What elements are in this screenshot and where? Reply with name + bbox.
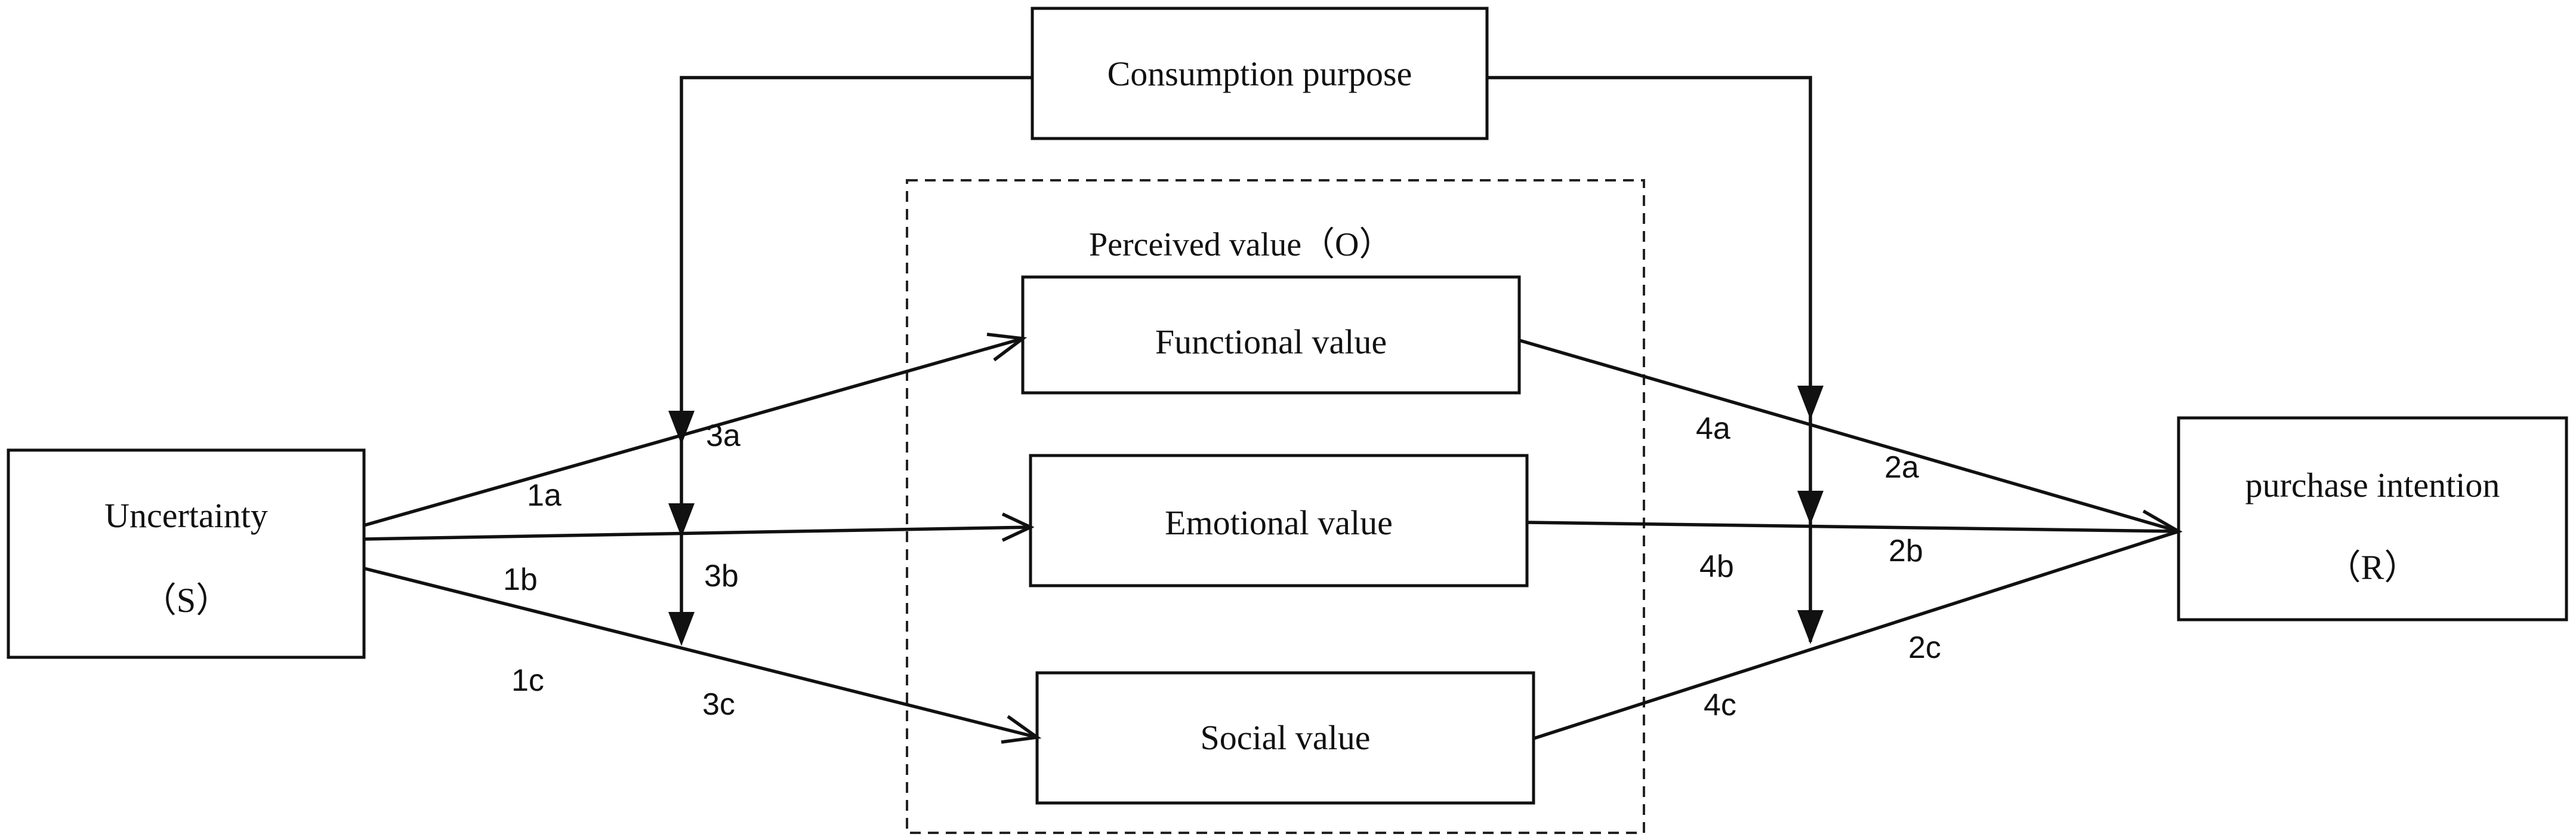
emotional-value-box bbox=[1029, 454, 1529, 587]
label-4b: 4b bbox=[1699, 549, 1734, 584]
label-1c: 1c bbox=[511, 663, 544, 698]
social-value-label: Social value bbox=[1200, 718, 1370, 757]
path-2a-line bbox=[1519, 339, 2179, 533]
label-4c: 4c bbox=[1704, 688, 1736, 722]
label-2c: 2c bbox=[1908, 630, 1941, 665]
label-3a: 3a bbox=[706, 419, 741, 453]
moderator-arrowhead-4b bbox=[1797, 491, 1824, 525]
moderator-arrowhead-3c bbox=[668, 612, 695, 646]
purchase-intention-code: （R） bbox=[2327, 548, 2419, 587]
consumption-purpose-box bbox=[1031, 7, 1489, 140]
uncertainty-label: Uncertainty bbox=[104, 496, 268, 535]
functional-value-label: Functional value bbox=[1155, 322, 1387, 361]
path-1a-arrowhead bbox=[986, 333, 1028, 362]
path-1b-line bbox=[363, 525, 1031, 541]
moderator-arrowhead-4a bbox=[1797, 386, 1824, 420]
label-2b: 2b bbox=[1889, 534, 1923, 568]
consumption-purpose-label: Consumption purpose bbox=[1107, 54, 1412, 93]
label-2a: 2a bbox=[1884, 450, 1919, 485]
uncertainty-box bbox=[7, 448, 366, 659]
moderator-arrowhead-3b bbox=[668, 503, 695, 537]
moderator-line-right bbox=[1487, 76, 1812, 642]
path-2c-line bbox=[1533, 530, 2179, 740]
purchase-intention-arrowhead bbox=[2140, 509, 2183, 545]
moderator-line-left bbox=[680, 76, 1032, 642]
moderator-arrowhead-3a bbox=[668, 411, 695, 445]
moderator-arrowhead-4c bbox=[1797, 610, 1824, 644]
emotional-value-label: Emotional value bbox=[1165, 503, 1393, 542]
label-1b: 1b bbox=[503, 562, 538, 597]
path-1a-line bbox=[363, 337, 1023, 527]
functional-value-box bbox=[1021, 275, 1521, 395]
path-1b-arrowhead bbox=[1001, 512, 1035, 542]
purchase-intention-box bbox=[2177, 416, 2568, 621]
purchase-intention-label: purchase intention bbox=[2245, 466, 2500, 504]
label-4a: 4a bbox=[1696, 411, 1730, 446]
label-3b: 3b bbox=[704, 559, 739, 593]
perceived-value-group bbox=[906, 179, 1645, 834]
path-1c-arrowhead bbox=[1001, 715, 1042, 744]
uncertainty-code: （S） bbox=[142, 581, 230, 620]
path-1c-line bbox=[363, 567, 1038, 739]
label-3c: 3c bbox=[702, 687, 735, 722]
label-1a: 1a bbox=[527, 478, 562, 513]
path-2b-line bbox=[1526, 521, 2179, 533]
perceived-value-title: Perceived value（O） bbox=[1089, 226, 1392, 263]
